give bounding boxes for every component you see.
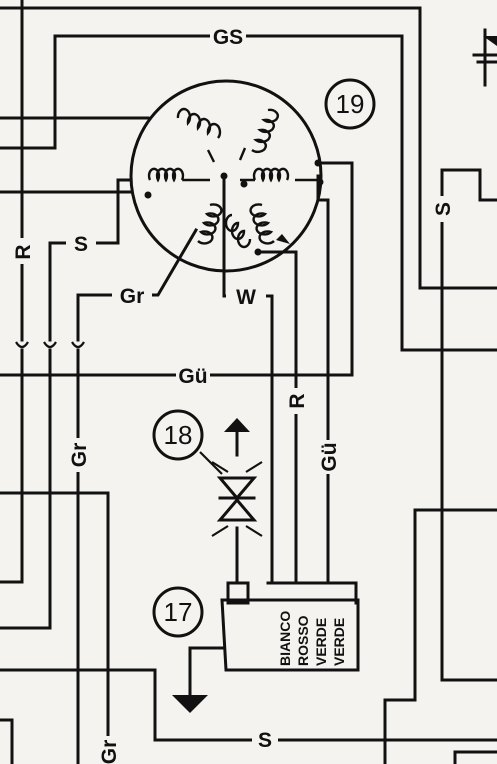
label-s-left: S — [74, 233, 88, 256]
ground-symbol-top-right — [472, 28, 497, 87]
terminal-bianco: BIANCO — [277, 611, 293, 666]
terminal-verde-1: VERDE — [313, 618, 329, 666]
terminal-verde-2: VERDE — [331, 618, 347, 666]
label-gr-vertical: Gr — [68, 443, 91, 468]
diode-18-number: 18 — [164, 420, 193, 450]
rectifier-diode-18: 18 — [152, 409, 263, 585]
label-s-right: S — [432, 202, 455, 216]
label-gu-horizontal: Gü — [178, 365, 207, 388]
regulator-17-number: 17 — [164, 597, 193, 627]
label-r-left: R — [12, 244, 35, 259]
label-gs: GS — [213, 26, 243, 49]
label-gr-top: Gr — [120, 285, 145, 308]
label-gu-vertical: Gü — [318, 442, 341, 471]
connector-row — [15, 341, 85, 349]
wire-labels: GS R S Gr W Gü R Gü Gr Gr S S — [10, 24, 455, 764]
label-gr-bottom: Gr — [98, 740, 121, 764]
label-w: W — [236, 286, 256, 309]
stator-19: 19 — [129, 78, 376, 585]
stator-19-number: 19 — [336, 89, 365, 119]
label-r-vertical: R — [286, 393, 309, 408]
label-s-bottom: S — [258, 729, 272, 752]
terminal-rosso: ROSSO — [295, 615, 311, 666]
regulator-17: BIANCO ROSSO VERDE VERDE 17 — [152, 581, 360, 713]
